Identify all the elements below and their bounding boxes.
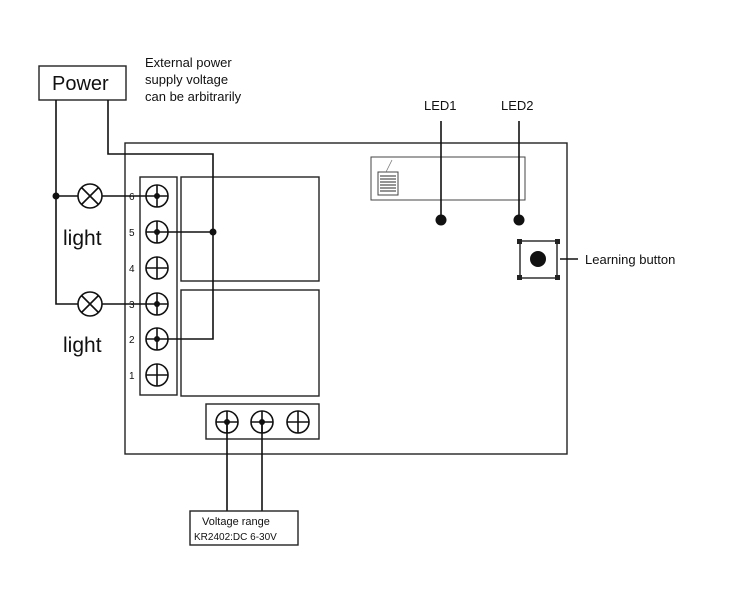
light-bulb-icon	[77, 183, 103, 209]
power-terminal-screw-spare	[286, 410, 310, 434]
external-note-line-2: supply voltage	[145, 72, 228, 87]
relay-upper	[180, 176, 320, 282]
external-note-line-3: can be arbitrarily	[145, 89, 242, 104]
voltage-range-spec: KR2402:DC 6-30V	[194, 532, 277, 543]
terminal-screw-4	[145, 256, 169, 280]
relay-lower	[180, 289, 320, 397]
terminal-strip-output	[139, 176, 178, 396]
terminal-number-3: 3	[129, 300, 135, 311]
light-label-1: light	[63, 227, 102, 250]
voltage-range-box	[189, 510, 299, 546]
terminal-number-5: 5	[129, 228, 135, 239]
terminal-number-1: 1	[129, 371, 135, 382]
receiver-module	[370, 156, 526, 201]
led1-label: LED1	[424, 98, 457, 113]
led2-label: LED2	[501, 98, 534, 113]
light-bulb-icon	[77, 291, 103, 317]
power-source-box	[38, 65, 127, 101]
power-label: Power	[52, 73, 109, 95]
antenna-coil-icon	[377, 159, 399, 196]
led1-indicator	[435, 214, 447, 226]
terminal-screw-3	[145, 292, 169, 316]
terminal-number-6: 6	[129, 192, 135, 203]
led2-indicator	[513, 214, 525, 226]
voltage-range-title: Voltage range	[202, 516, 270, 528]
terminal-screw-2	[145, 327, 169, 351]
light-label-2: light	[63, 334, 102, 357]
learning-button-label: Learning button	[585, 252, 675, 267]
terminal-screw-5	[145, 220, 169, 244]
terminal-screw-1	[145, 363, 169, 387]
terminal-screw-6	[145, 184, 169, 208]
learning-button	[517, 239, 578, 280]
external-note-line-1: External power	[145, 55, 232, 70]
terminal-number-2: 2	[129, 335, 135, 346]
terminal-number-4: 4	[129, 264, 135, 275]
